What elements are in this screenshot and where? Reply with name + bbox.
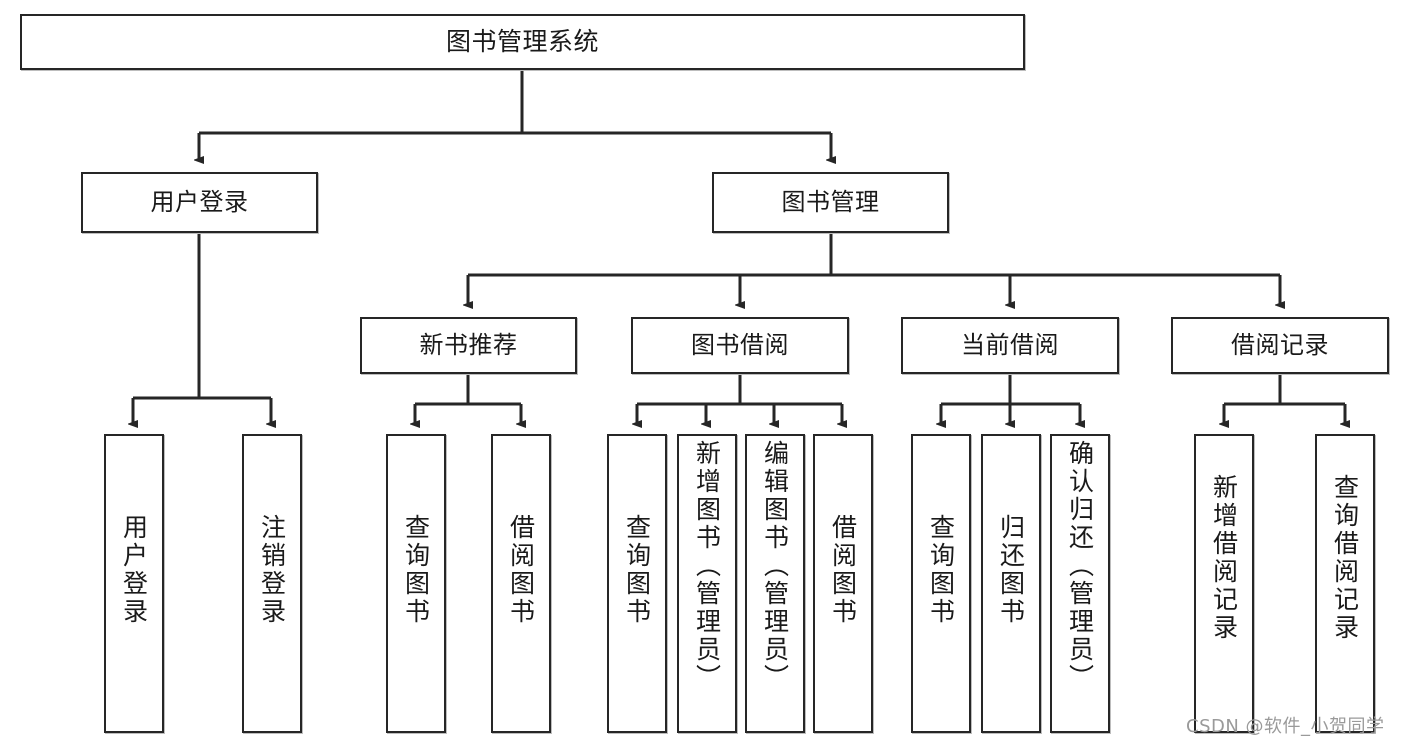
node-label: 用户登录 [150,188,249,217]
leaf-logout[interactable]: 注销登录 [242,434,302,733]
node-book-management[interactable]: 图书管理 [712,172,949,233]
node-label: 新增图书（管理员） [692,440,722,692]
node-book-borrow[interactable]: 图书借阅 [631,317,849,374]
node-label: 查询图书 [622,514,652,626]
node-label: 查询图书 [926,514,956,626]
node-label: 当前借阅 [961,331,1059,360]
node-label: 注销登录 [257,514,287,626]
node-label: 新增借阅记录 [1209,474,1239,642]
node-label: 用户登录 [119,514,149,626]
node-label: 新书推荐 [419,331,518,360]
node-current-borrow[interactable]: 当前借阅 [901,317,1119,374]
leaf-add-borrow-record[interactable]: 新增借阅记录 [1194,434,1254,733]
leaf-query-book-borrow[interactable]: 查询图书 [607,434,667,733]
leaf-return-book[interactable]: 归还图书 [981,434,1041,733]
leaf-query-book-recommendation[interactable]: 查询图书 [386,434,446,733]
leaf-user-login[interactable]: 用户登录 [104,434,164,733]
leaf-edit-book-admin[interactable]: 编辑图书（管理员） [745,434,805,733]
node-borrow-record[interactable]: 借阅记录 [1171,317,1389,374]
node-label: 借阅图书 [506,514,536,626]
node-user-login[interactable]: 用户登录 [81,172,318,233]
node-label: 借阅记录 [1231,331,1329,360]
csdn-watermark: CSDN @软件_小贺同学 [1186,716,1385,737]
leaf-confirm-return-admin[interactable]: 确认归还（管理员） [1050,434,1110,733]
leaf-query-book-current[interactable]: 查询图书 [911,434,971,733]
node-label: 查询图书 [401,514,431,626]
node-label: 编辑图书（管理员） [760,440,790,692]
node-label: 查询借阅记录 [1330,474,1360,642]
node-root-system[interactable]: 图书管理系统 [20,14,1025,70]
node-label: 图书管理 [781,188,880,217]
leaf-add-book-admin[interactable]: 新增图书（管理员） [677,434,737,733]
leaf-borrow-book-recommendation[interactable]: 借阅图书 [491,434,551,733]
node-label: 图书借阅 [691,331,789,360]
leaf-borrow-book-borrow[interactable]: 借阅图书 [813,434,873,733]
node-label: 图书管理系统 [445,27,599,56]
node-label: 确认归还（管理员） [1065,440,1095,692]
node-new-book-recommendation[interactable]: 新书推荐 [360,317,577,374]
node-label: 借阅图书 [828,514,858,626]
node-label: 归还图书 [996,514,1026,626]
leaf-query-borrow-record[interactable]: 查询借阅记录 [1315,434,1375,733]
